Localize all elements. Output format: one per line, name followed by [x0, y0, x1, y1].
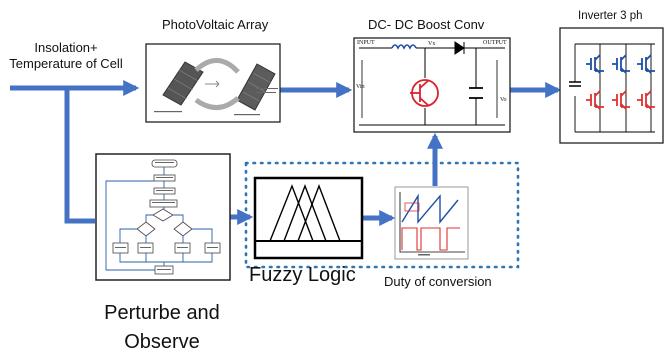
boost-output-label: OUTPUT: [483, 40, 507, 46]
igbt-lower-leg-1-icon: [586, 90, 604, 110]
input-label: Insolation+ Temperature of Cell: [9, 40, 123, 71]
input-to-po-line: [64, 88, 95, 224]
boost-vin-label: Vin: [356, 84, 365, 90]
membership-functions-icon: [269, 184, 341, 242]
igbt-upper-leg-3-icon: [637, 54, 655, 74]
solar-panel-icon: [154, 58, 278, 116]
boost-vo-label: Vo: [500, 97, 507, 103]
perturb-observe-block: [95, 153, 231, 281]
igbt-upper-leg-1-icon: [586, 54, 604, 74]
pv-array-block: [145, 43, 281, 123]
inverter-block: [559, 27, 664, 144]
inverter-title: Inverter 3 ph: [578, 10, 643, 22]
controller-boundary: [244, 161, 520, 269]
fuzzy-logic-label: Fuzzy Logic: [249, 264, 356, 286]
igbt-upper-leg-2-icon: [612, 54, 630, 74]
duty-waveform-block: [394, 186, 469, 260]
fuzzy-logic-block: [253, 176, 364, 260]
capacitor-icon: [469, 87, 483, 99]
perturb-observe-label: Perturbe and Observe: [104, 302, 220, 353]
po-flowchart-icon: [105, 159, 221, 275]
duty-label: Duty of conversion: [384, 274, 492, 289]
igbt-lower-leg-3-icon: [637, 90, 655, 110]
switch-transistor-icon: [410, 79, 439, 107]
igbt-switches: [586, 54, 655, 110]
boost-input-label: INPUT: [357, 40, 375, 46]
boost-converter-block: [353, 37, 511, 133]
boost-vx-label: Vx: [428, 41, 436, 47]
boost-converter-title: DC- DC Boost Conv: [368, 17, 485, 32]
signal-connections: [10, 79, 562, 227]
igbt-lower-leg-2-icon: [612, 90, 630, 110]
pv-array-title: PhotoVoltaic Array: [162, 17, 269, 32]
